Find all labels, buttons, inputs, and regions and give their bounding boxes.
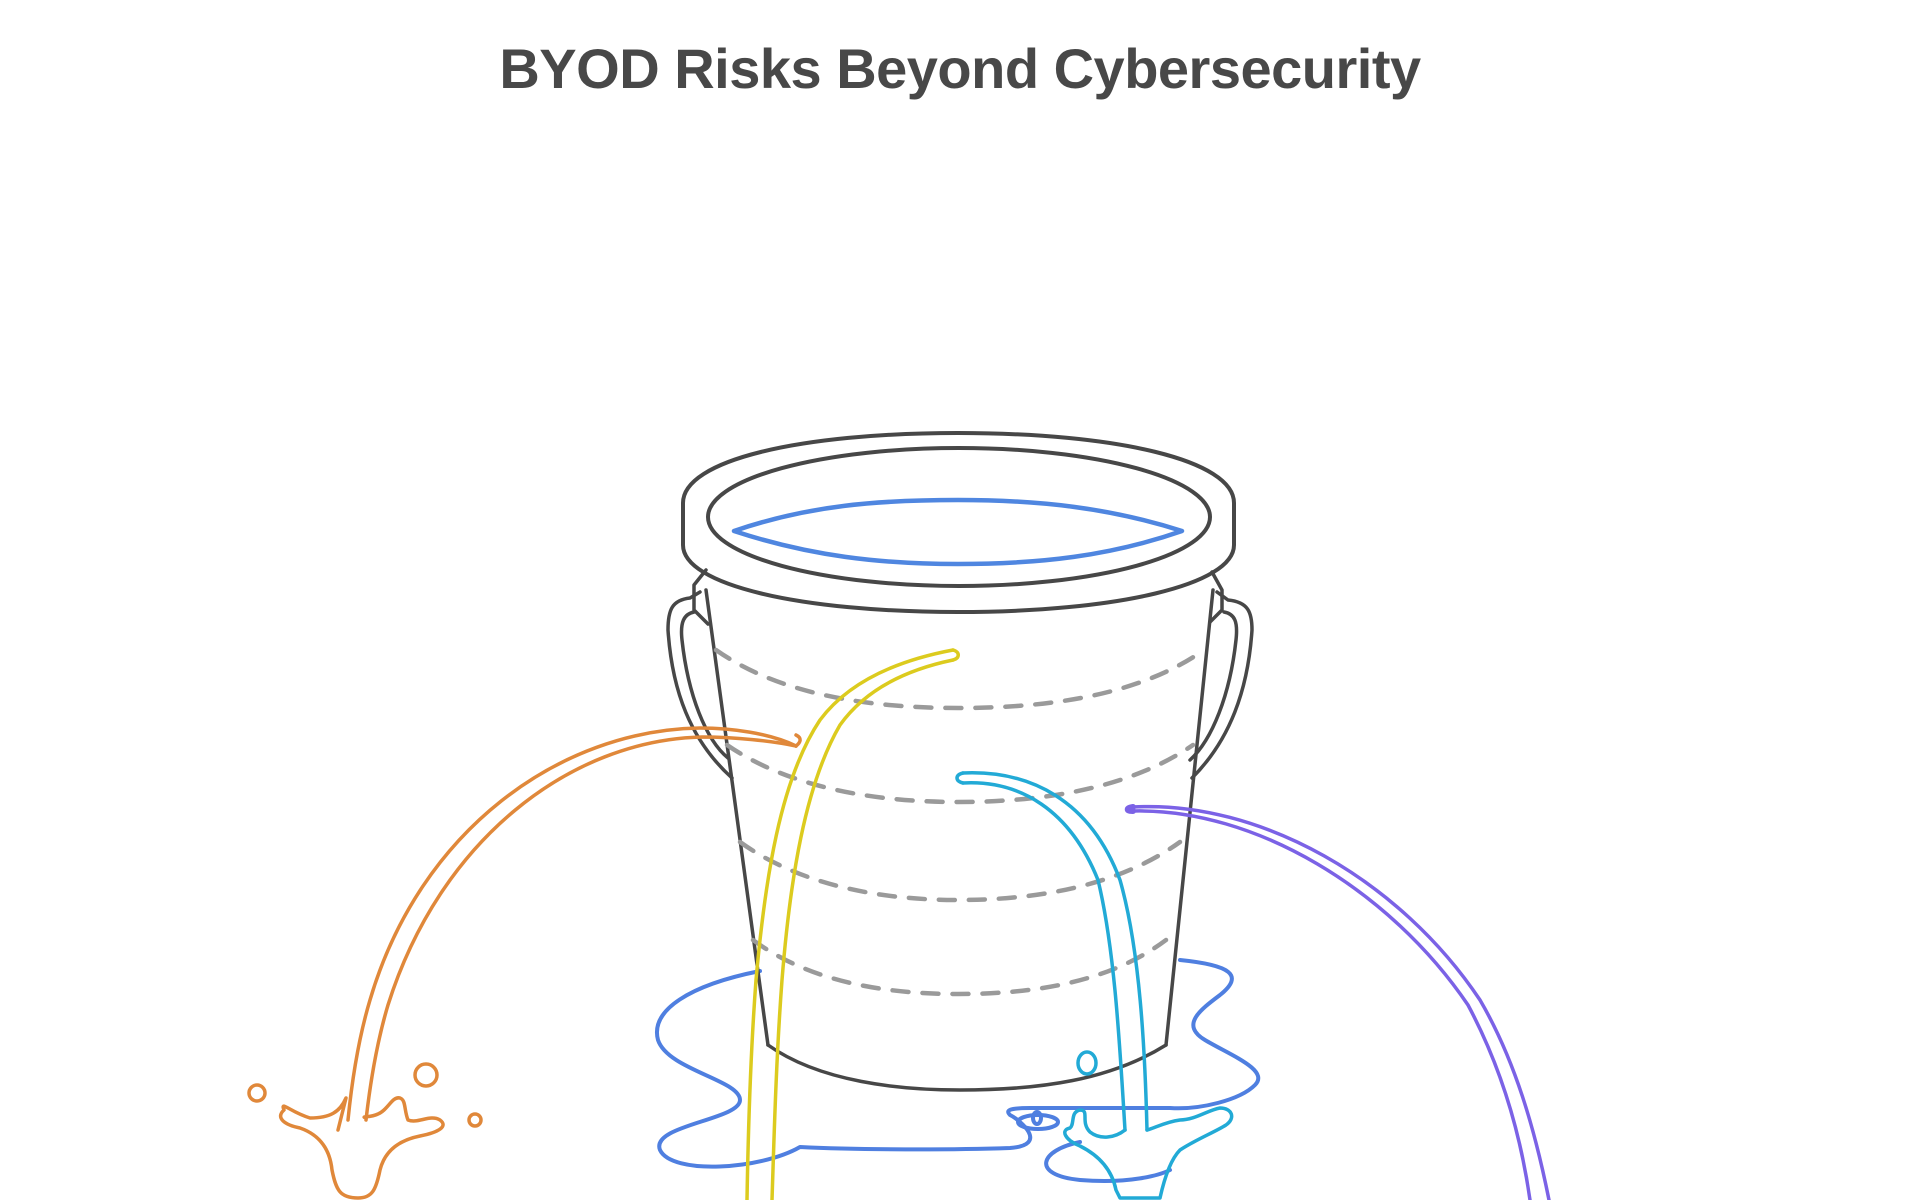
puddle bbox=[655, 958, 1260, 1183]
water-surface bbox=[731, 497, 1185, 567]
leak-stream-purple bbox=[1124, 804, 1551, 1200]
bucket-body bbox=[704, 588, 1215, 1092]
page-title: BYOD Risks Beyond Cybersecurity bbox=[499, 37, 1421, 100]
dashed-level-lines bbox=[713, 647, 1207, 997]
bucket-handle-right bbox=[1188, 570, 1254, 780]
leak-stream-orange bbox=[247, 726, 802, 1200]
bucket-rim bbox=[681, 431, 1236, 614]
bucket-handle-left bbox=[666, 568, 734, 780]
leak-stream-yellow bbox=[745, 648, 960, 1200]
leak-stream-teal bbox=[955, 771, 1234, 1200]
